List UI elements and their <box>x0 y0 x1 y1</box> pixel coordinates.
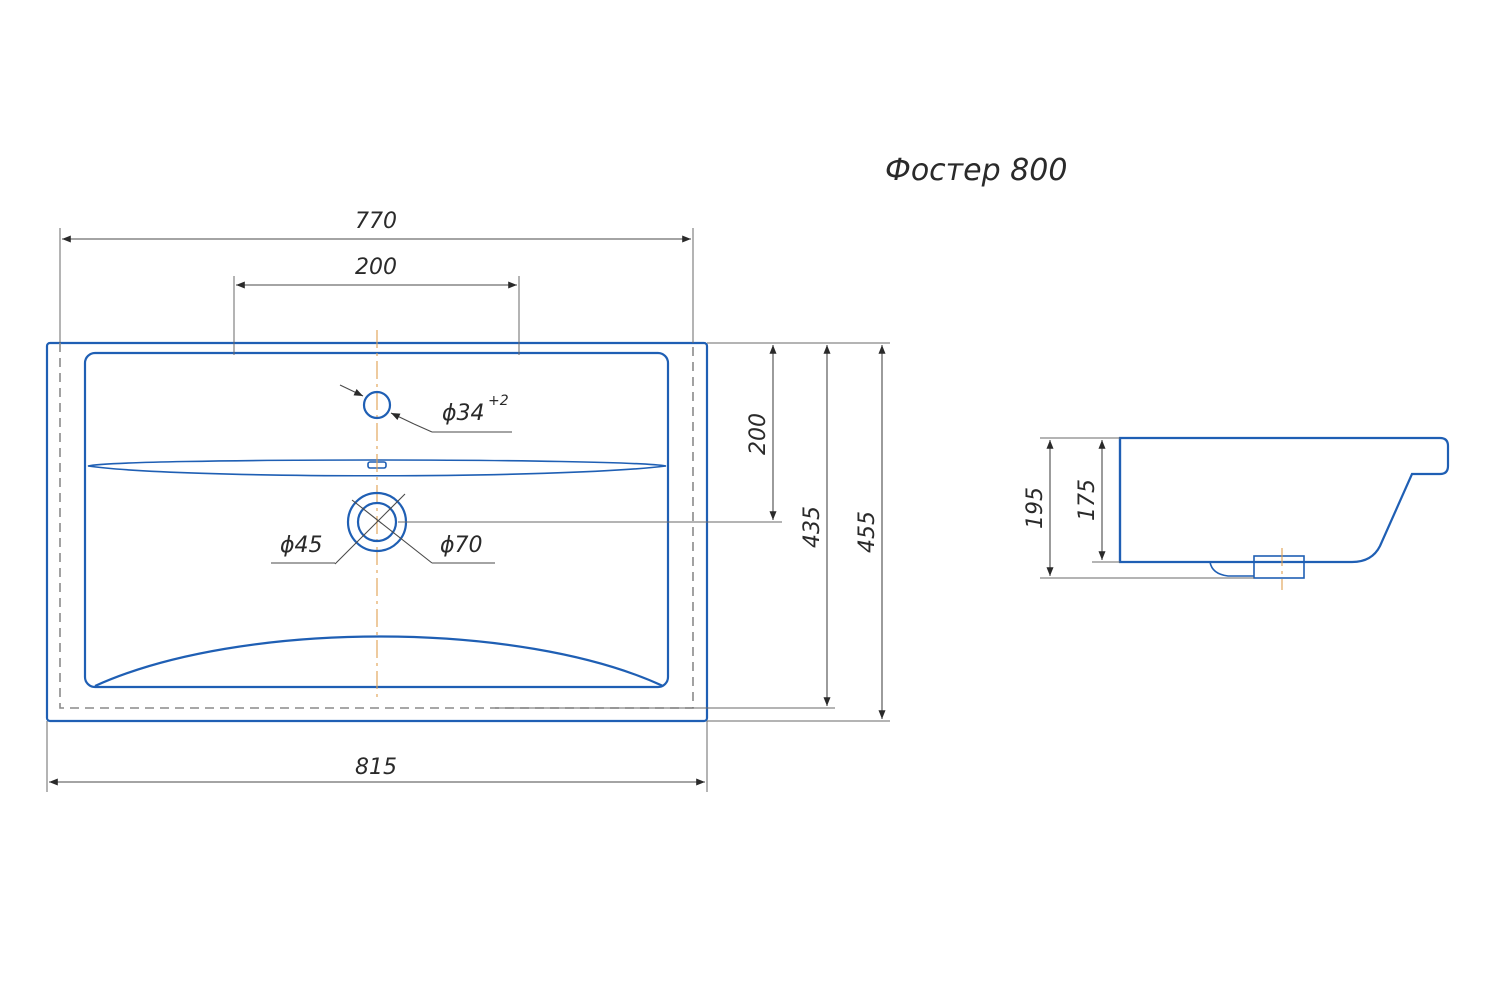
drain-spigot <box>1253 555 1305 579</box>
drain-leader-a <box>334 493 406 565</box>
drawing-title: Фостер 800 <box>885 153 1067 188</box>
deck-edge-curve <box>87 459 667 477</box>
dimension-label-195: 195 <box>1023 487 1048 529</box>
top-view: ϕ34 +2 ϕ45 ϕ70 770 200 815 200 <box>45 209 890 792</box>
dimension-label-175: 175 <box>1075 479 1100 521</box>
drain-spigot-curve <box>1209 561 1254 577</box>
bowl-front-curve <box>94 635 664 688</box>
dimension-label-815: 815 <box>355 755 397 780</box>
hidden-edge-dashed <box>59 343 694 709</box>
drain-outer-diameter-label: ϕ70 <box>440 533 483 558</box>
drain-inner-ring <box>356 501 398 543</box>
dimension-label-455: 455 <box>855 511 880 553</box>
dimension-label-200-horizontal: 200 <box>355 255 397 280</box>
dimension-label-435: 435 <box>800 506 825 548</box>
dimension-label-770: 770 <box>355 209 397 234</box>
side-view: 195 175 <box>1023 436 1450 590</box>
tap-hole-tolerance-label: +2 <box>488 393 509 409</box>
side-profile-outline <box>1118 436 1450 564</box>
dimension-label-200-vertical: 200 <box>746 413 771 455</box>
tap-hole-diameter-label: ϕ34 <box>442 401 485 426</box>
tap-hole <box>362 390 392 420</box>
drain-inner-diameter-label: ϕ45 <box>280 533 323 558</box>
drain-leader-b <box>351 499 433 564</box>
